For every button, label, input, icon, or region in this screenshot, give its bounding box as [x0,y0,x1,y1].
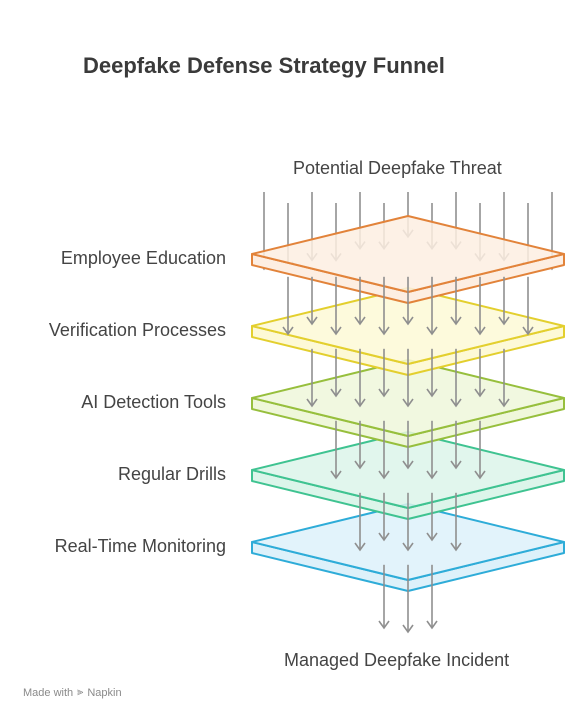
filter-arrow [282,276,294,336]
filter-arrow [522,276,534,336]
filter-arrow [378,492,390,542]
filter-arrow [426,492,438,542]
filter-arrow [378,348,390,398]
filter-arrow [330,348,342,398]
filter-arrow [426,276,438,336]
filter-arrow [450,492,462,552]
layer-label-ai-detection-tools: AI Detection Tools [81,392,226,412]
filter-arrow [450,348,462,408]
filter-arrow [426,420,438,480]
filter-arrow [306,348,318,408]
filter-arrow [354,492,366,552]
filter-arrow [474,420,486,480]
filter-arrow [354,276,366,326]
outcome-arrow [378,564,390,630]
filter-arrow [402,348,414,408]
filter-arrow [306,276,318,326]
layer-label-regular-drills: Regular Drills [117,464,226,484]
filter-arrow [450,420,462,470]
filter-arrow [402,420,414,470]
filter-arrow [330,420,342,480]
input-label: Potential Deepfake Threat [293,158,502,178]
footer: Made with ⫸ Napkin [23,686,122,699]
made-with-text: Made with [23,686,74,699]
filter-arrow [498,348,510,408]
filter-arrow [426,348,438,398]
napkin-logo-icon: ⫸ [77,686,84,698]
output-label: Managed Deepfake Incident [284,650,510,670]
filter-arrow [402,276,414,326]
layer-label-employee-education: Employee Education [60,248,226,268]
filter-arrow [474,276,486,336]
filter-arrow [330,276,342,336]
filter-arrow [354,420,366,470]
filter-arrow [378,276,390,336]
filter-arrow [498,276,510,326]
brand-name: Napkin [87,686,122,699]
filter-arrow [378,420,390,480]
filter-arrow [474,348,486,398]
layer-label-verification-processes: Verification Processes [48,320,226,340]
page-title: Deepfake Defense Strategy Funnel [83,53,445,78]
filter-arrow [402,492,414,552]
outcome-arrow [402,564,414,634]
filter-arrow [450,276,462,326]
filter-arrow [354,348,366,408]
layer-label-real-time-monitoring: Real-Time Monitoring [54,536,226,556]
outcome-arrow [426,564,438,630]
